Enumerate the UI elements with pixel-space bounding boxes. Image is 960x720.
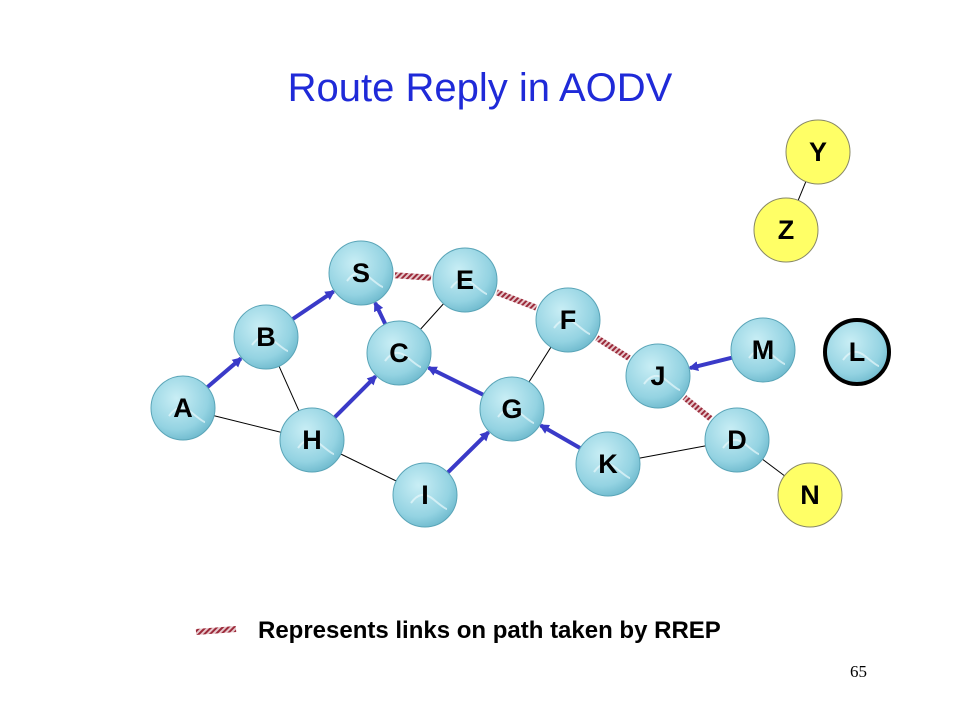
node-texture: [251, 335, 289, 352]
node-texture: [722, 438, 760, 455]
node-texture: [553, 318, 591, 335]
legend-label: Represents links on path taken by RREP: [258, 617, 721, 644]
link-c-e-plain: [417, 300, 447, 333]
node-label: E: [456, 265, 474, 295]
node-l: L: [823, 318, 891, 386]
node-label: I: [421, 480, 429, 510]
node-e: E: [432, 247, 498, 313]
node-label: N: [800, 480, 820, 510]
node-s: S: [328, 240, 394, 306]
node-label: H: [302, 425, 322, 455]
link-b-s-arrow: [289, 289, 336, 322]
node-texture: [748, 348, 786, 365]
link-f-e-rrep: [495, 289, 538, 311]
node-h: H: [279, 407, 345, 473]
node-texture: [168, 406, 206, 423]
node-c: C: [366, 320, 432, 386]
node-f: F: [535, 287, 601, 353]
node-texture: [384, 351, 422, 368]
node-a: A: [150, 375, 216, 441]
node-i: I: [392, 462, 458, 528]
link-e-s-rrep: [394, 272, 432, 281]
node-label: K: [598, 449, 618, 479]
link-a-h-plain: [210, 414, 285, 434]
node-texture: [842, 350, 880, 367]
link-b-h-plain: [276, 362, 302, 415]
link-j-f-rrep: [595, 335, 631, 361]
node-label: J: [650, 361, 665, 391]
node-label: S: [352, 258, 370, 288]
slide-title: Route Reply in AODV: [287, 66, 673, 110]
link-i-g-arrow: [444, 430, 490, 476]
node-j: J: [625, 343, 691, 409]
node-label: L: [849, 337, 866, 367]
links-layer: [204, 177, 808, 484]
node-y: Y: [785, 119, 851, 185]
node-circle: [753, 197, 819, 263]
node-label: Z: [778, 215, 795, 245]
node-k: K: [575, 431, 641, 497]
nodes-layer: S E F B C M L J A G H D K I N Y Z: [150, 119, 891, 528]
link-c-s-arrow: [373, 301, 388, 327]
node-label: B: [256, 322, 276, 352]
node-circle: [777, 462, 843, 528]
link-y-z-plain: [796, 177, 808, 205]
link-f-g-plain: [526, 343, 554, 386]
node-texture: [497, 407, 535, 424]
link-a-b-arrow: [204, 356, 243, 391]
link-m-j-arrow: [688, 355, 735, 371]
node-texture: [410, 493, 448, 510]
node-label: C: [389, 338, 409, 368]
node-g: G: [479, 376, 545, 442]
node-texture: [297, 438, 335, 455]
node-highlight-ring: [823, 318, 891, 386]
link-d-j-rrep: [682, 395, 713, 421]
link-h-c-arrow: [331, 374, 378, 421]
node-texture: [643, 374, 681, 391]
link-k-g-arrow: [538, 423, 583, 451]
link-h-i-plain: [336, 451, 401, 484]
node-m: M: [730, 317, 796, 383]
node-b: B: [233, 304, 299, 370]
link-k-d-plain: [635, 444, 710, 460]
node-circle: [785, 119, 851, 185]
node-label: F: [560, 305, 577, 335]
page-number: 65: [850, 662, 867, 681]
link-d-n-plain: [759, 456, 788, 479]
node-label: Y: [809, 137, 827, 167]
node-texture: [593, 462, 631, 479]
link-g-c-arrow: [426, 365, 487, 398]
node-label: M: [752, 335, 775, 365]
node-texture: [450, 278, 488, 295]
node-z: Z: [753, 197, 819, 263]
legend-sample-link: [195, 626, 237, 635]
node-n: N: [777, 462, 843, 528]
node-label: D: [727, 425, 747, 455]
node-texture: [346, 271, 384, 288]
node-label: G: [501, 394, 522, 424]
node-label: A: [173, 393, 193, 423]
node-d: D: [704, 407, 770, 473]
